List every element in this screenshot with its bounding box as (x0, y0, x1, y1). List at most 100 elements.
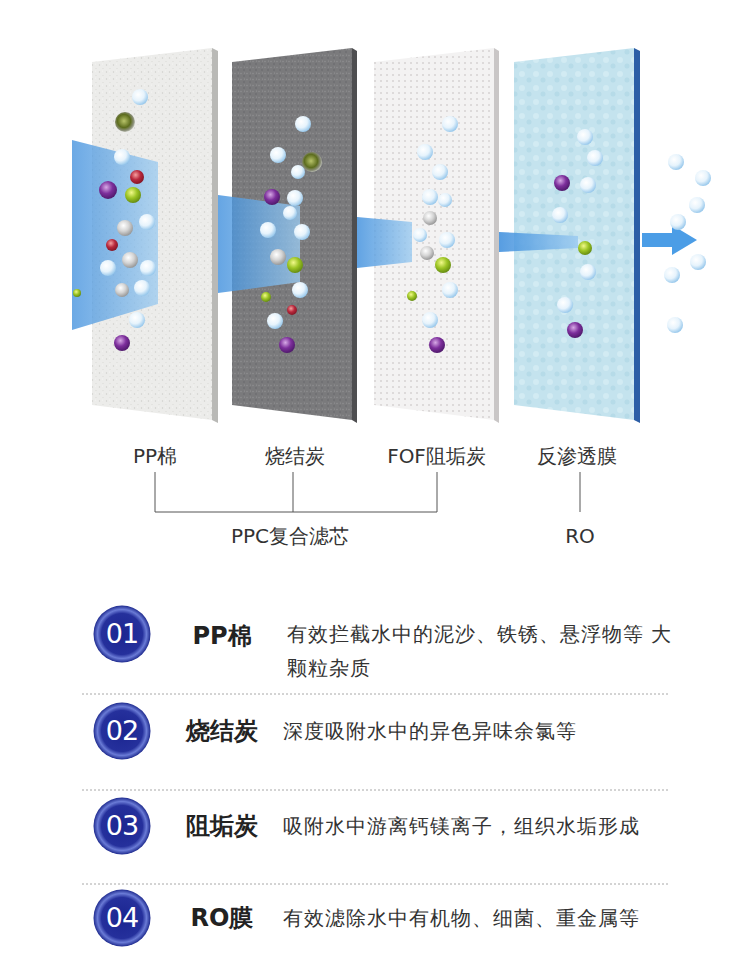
layer-name: 烧结炭 (265, 442, 325, 470)
particle (115, 112, 135, 132)
particle (139, 214, 155, 230)
step-number-text: 02 (93, 702, 151, 760)
group-name: PPC复合滤芯 (231, 523, 349, 549)
particle (283, 206, 297, 220)
panel-edge (634, 48, 640, 423)
water-beam (357, 217, 412, 268)
particle (664, 267, 680, 283)
particle (264, 189, 280, 205)
particle (287, 257, 303, 273)
layer-name: PP棉 (133, 442, 177, 470)
particle (690, 254, 706, 270)
step-number-text: 03 (93, 797, 151, 855)
particle (407, 291, 417, 301)
row-title: PP棉 (192, 621, 251, 651)
particle (552, 207, 568, 223)
particle (567, 322, 583, 338)
row-title: 阻垢炭 (186, 811, 258, 841)
group-name: RO (565, 523, 595, 549)
row-separator (82, 694, 670, 884)
layer-name: 反渗透膜 (537, 442, 617, 470)
particle (122, 252, 138, 268)
particle (292, 282, 308, 298)
panel-edge (212, 48, 218, 423)
row-title: RO膜 (191, 903, 254, 933)
row-description: 有效滤除水中有机物、细菌、重金属等 (283, 901, 640, 935)
particle (279, 337, 295, 353)
particle (294, 224, 310, 240)
step-circle-shape (94, 606, 151, 663)
particle (270, 249, 286, 265)
filter-layer: 反渗透膜 (514, 40, 640, 470)
panel-edge (352, 48, 357, 423)
particle (578, 241, 592, 255)
particle (260, 222, 276, 238)
filter-layer: 烧结炭 (232, 40, 357, 470)
particle (689, 197, 705, 213)
particle (114, 149, 130, 165)
layer-name: FOF阻垢炭 (387, 442, 486, 470)
particle (423, 211, 437, 225)
particle (99, 181, 117, 199)
row-description: 深度吸附水中的异色异味余氯等 (283, 714, 577, 748)
particle (432, 164, 448, 180)
step-number-text: 01 (93, 605, 151, 663)
particle (580, 264, 596, 280)
particle (287, 190, 303, 206)
particle (130, 170, 144, 184)
particle (439, 232, 455, 248)
particle (438, 193, 452, 207)
particle (422, 312, 438, 328)
particle (442, 116, 458, 132)
step-number: 04 (93, 889, 151, 947)
particle (114, 335, 130, 351)
particle (291, 165, 305, 179)
particle (695, 170, 711, 186)
step-number: 03 (93, 797, 151, 855)
particle (422, 189, 438, 205)
row-title: 烧结炭 (186, 716, 258, 746)
step-number-text: 04 (93, 889, 151, 947)
particle (587, 150, 603, 166)
particle (667, 317, 683, 333)
particle (557, 297, 573, 313)
row-description: 有效拦截水中的泥沙、铁锈、悬浮物等 大颗粒杂质 (287, 617, 677, 685)
particle (100, 260, 116, 276)
particle (267, 313, 283, 329)
particle (125, 187, 141, 203)
particle (287, 305, 297, 315)
step-circle-shape (94, 798, 151, 855)
particle (577, 129, 593, 145)
step-circle-shape (94, 890, 151, 947)
particle (73, 289, 81, 297)
particle (134, 280, 150, 296)
water-beam (218, 195, 300, 293)
step-number: 02 (93, 702, 151, 760)
particle (140, 260, 156, 276)
particle (261, 292, 271, 302)
particle (106, 239, 118, 251)
particle (115, 283, 129, 297)
filter-layer: FOF阻垢炭 (374, 40, 499, 470)
particle (580, 177, 596, 193)
particle (442, 282, 458, 298)
water-beam (72, 140, 158, 330)
particle (670, 214, 686, 230)
particle (413, 228, 427, 242)
step-number: 01 (93, 605, 151, 663)
water-beam (499, 232, 578, 252)
particle (295, 116, 311, 132)
particle (132, 89, 148, 105)
outlet-arrow (642, 225, 697, 255)
row-description: 吸附水中游离钙镁离子，组织水垢形成 (283, 809, 640, 843)
particle (117, 220, 133, 236)
particle (270, 147, 286, 163)
particle (417, 144, 433, 160)
group-bracket (155, 472, 580, 512)
particle (302, 152, 322, 172)
panel-edge (494, 48, 499, 423)
particle (435, 257, 451, 273)
particle (129, 312, 145, 328)
particle (420, 246, 434, 260)
particle (668, 154, 684, 170)
